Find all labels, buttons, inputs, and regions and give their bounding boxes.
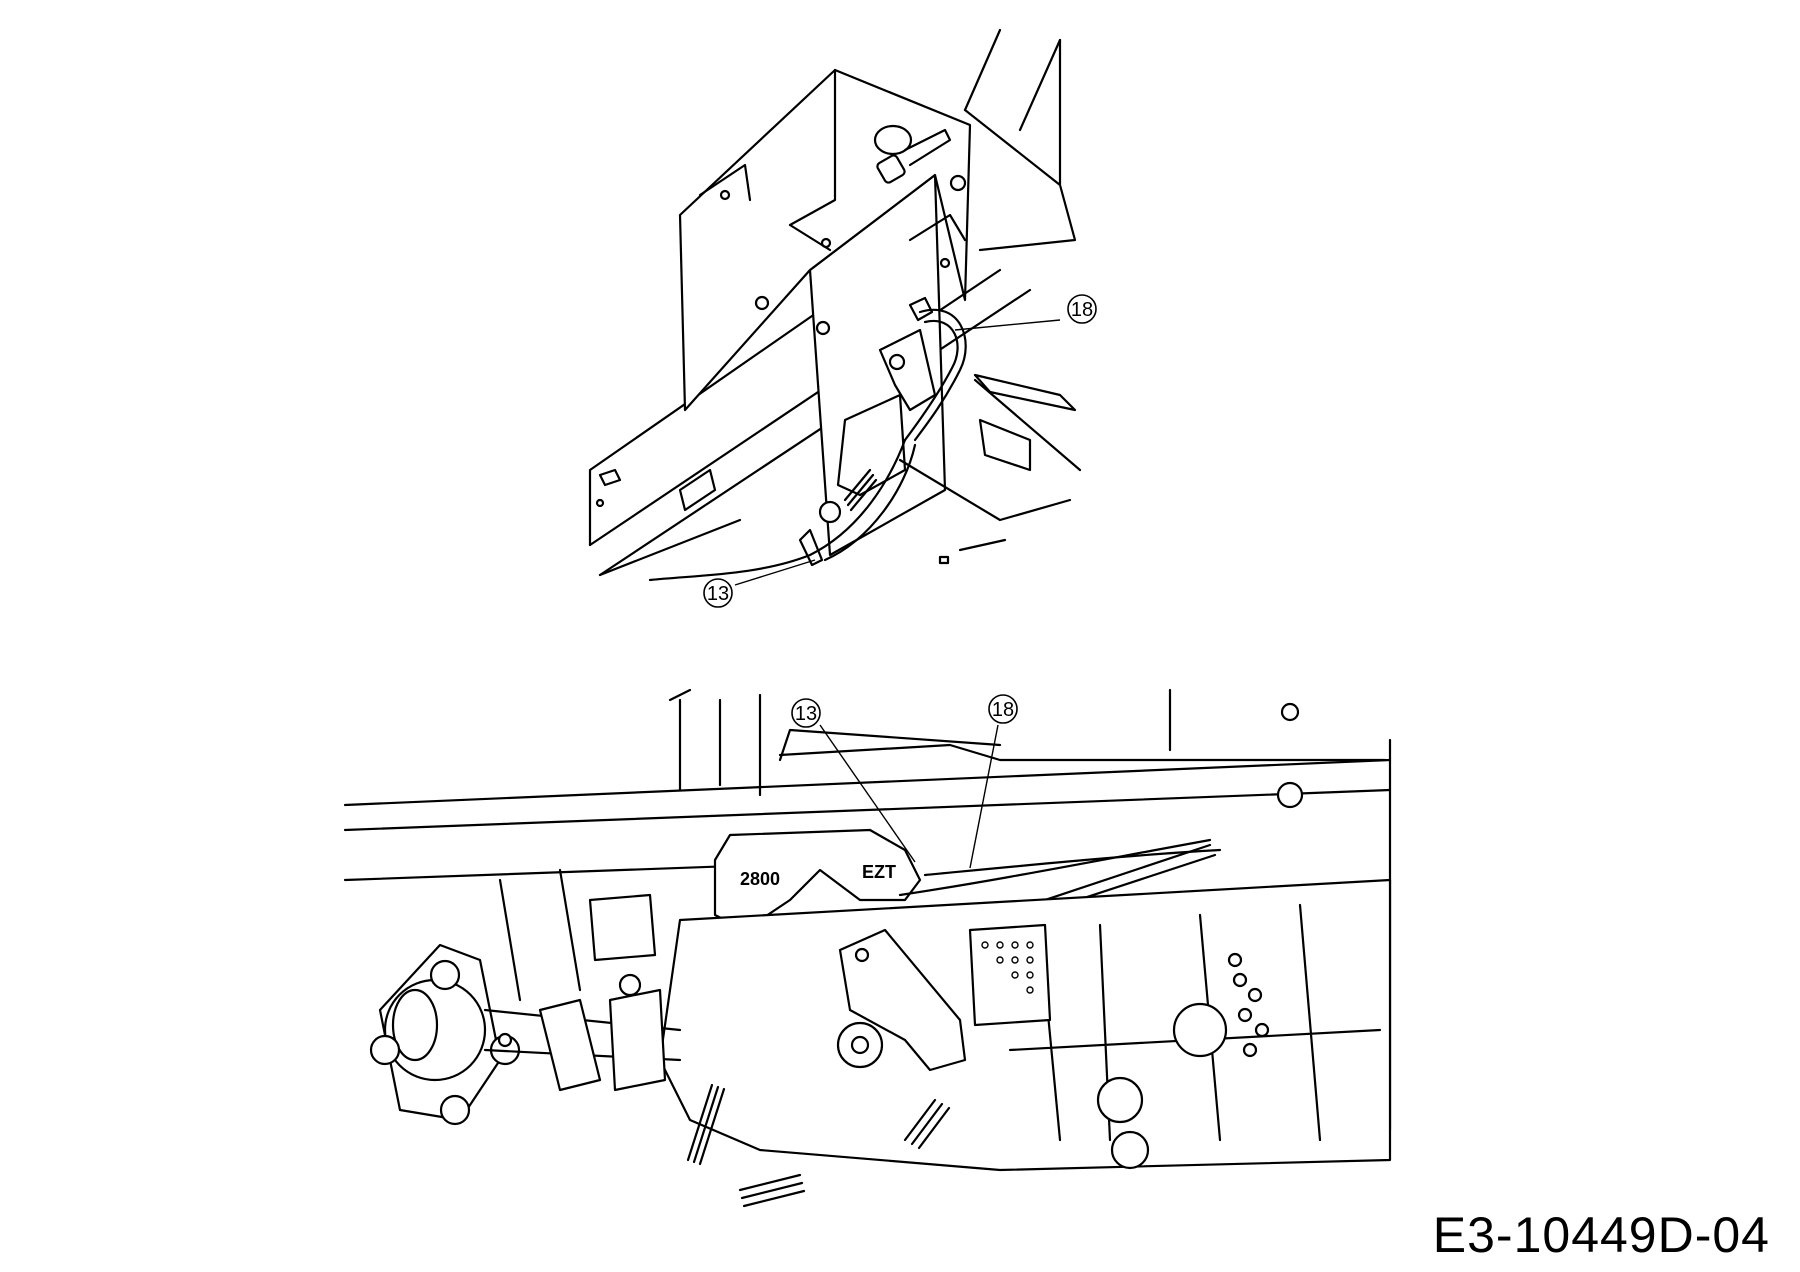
callout-top-13: 13 (703, 559, 816, 608)
cable-18-bottom (923, 848, 1222, 877)
bracket-hole-6 (939, 257, 951, 269)
transaxle-housing (658, 878, 1392, 1172)
axle-collar (538, 998, 602, 1092)
bottom-view-assembly: 2800 EZT (343, 688, 1392, 1208)
release-lever (838, 928, 967, 1072)
cable-13-top-b (823, 443, 917, 562)
svg-text:18: 18 (1071, 299, 1093, 321)
rear-deck-edge (668, 688, 1002, 762)
perforated-plate (968, 923, 1052, 1027)
axle-nut (618, 973, 642, 997)
bracket-hole-5 (820, 237, 832, 249)
bracket-hole-3 (949, 174, 967, 192)
wheel-hub (369, 943, 521, 1126)
model-stamp: 2800 (740, 869, 780, 889)
rear-plate (778, 743, 1387, 762)
lower-nut (818, 500, 842, 524)
spring-left (686, 1083, 726, 1166)
cable-18-top-b (903, 319, 959, 442)
drawing-code: E3-10449D-04 (1432, 1207, 1770, 1263)
frame-rail (588, 28, 1062, 577)
lever-hub-center (850, 1035, 870, 1055)
frame-nut (1276, 781, 1304, 809)
cable-13-bottom (898, 838, 1212, 897)
cable-13-top (648, 438, 907, 582)
upper-beam (963, 38, 1077, 252)
spring-center (903, 1098, 951, 1150)
lever-pivot (888, 353, 906, 371)
cable-end-fitting (798, 528, 824, 567)
svg-text:13: 13 (795, 703, 817, 725)
bolt-cluster (1227, 952, 1270, 1058)
brand-stamp: EZT (862, 862, 896, 882)
top-view-assembly: 18 13 (588, 28, 1097, 608)
frame-rail-lower (588, 298, 837, 577)
housing-boss-2 (1096, 1076, 1144, 1124)
axle-bracket (608, 988, 667, 1092)
deck-tab (938, 555, 950, 565)
bracket-hole-2 (815, 320, 831, 336)
frame-hole (1280, 702, 1300, 722)
housing-boss-3 (1110, 1130, 1150, 1170)
spring-bottom (738, 1173, 806, 1208)
lower-spring (843, 468, 878, 512)
left-frame-box (498, 868, 657, 1002)
callout-bottom-18: 18 (969, 694, 1018, 869)
svg-text:18: 18 (992, 699, 1014, 721)
bracket-hole-1 (754, 295, 770, 311)
deck-slot (973, 373, 1077, 472)
rail-hole (595, 498, 605, 508)
lever-hole (854, 947, 870, 963)
bracket-flange (698, 68, 967, 252)
callout-top-18: 18 (954, 294, 1097, 331)
cable-18-top (913, 308, 967, 442)
rail-slot (598, 468, 717, 512)
top-bolt (873, 124, 952, 184)
cable-lever (878, 328, 937, 412)
bracket-hole-4 (719, 189, 731, 201)
svg-text:13: 13 (707, 583, 729, 605)
frame-uprights (678, 688, 1392, 1132)
housing-boss-1 (1172, 1002, 1228, 1058)
lever-nut (908, 296, 934, 322)
cable-bracket (836, 393, 907, 497)
deck-edge (898, 378, 1082, 552)
callout-bottom-13: 13 (791, 698, 916, 863)
